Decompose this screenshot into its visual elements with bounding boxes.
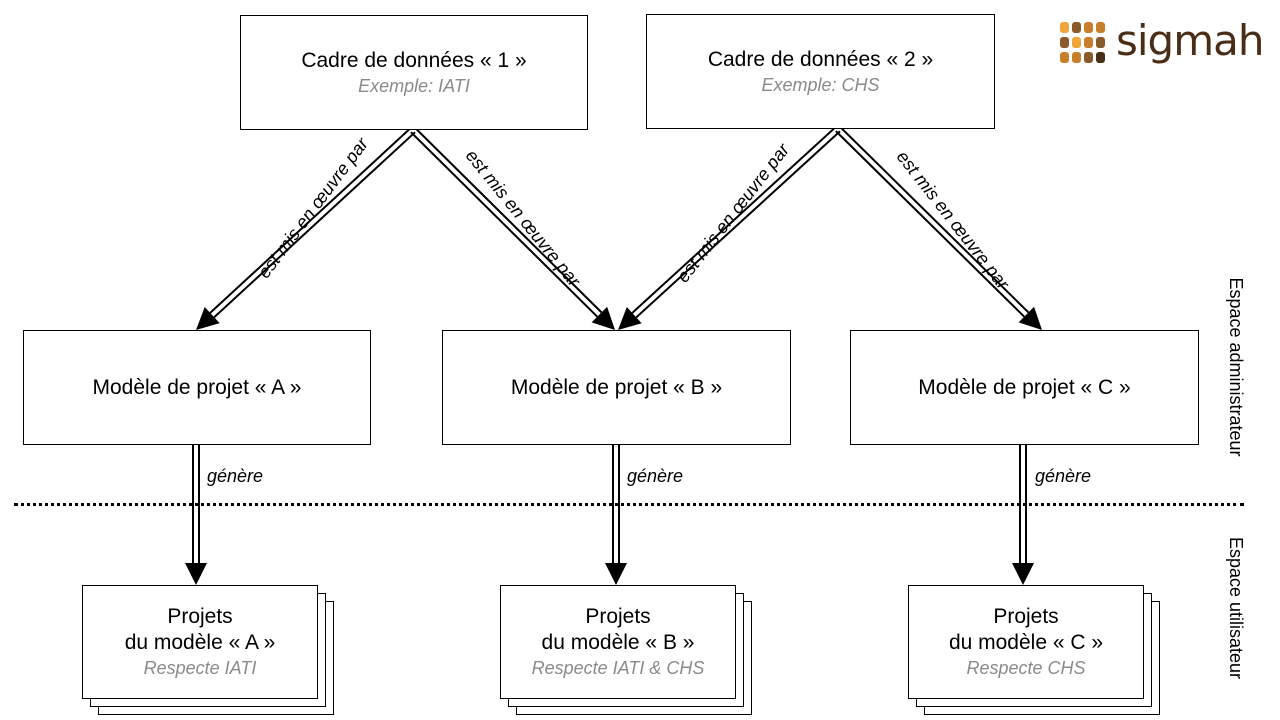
logo-dot [1084, 22, 1093, 33]
project-line1: Projets [993, 605, 1059, 628]
logo-dot [1096, 22, 1105, 33]
project-box-a: Projets du modèle « A » Respecte IATI [82, 585, 318, 699]
framework-title: Cadre de données « 1 » [301, 48, 527, 72]
project-line1: Projets [585, 605, 651, 628]
sigmah-logo-text: sigmah [1116, 16, 1264, 65]
logo-dot [1060, 22, 1069, 33]
edge-label-generates-a: génère [207, 466, 264, 486]
framework-example: Exemple: IATI [358, 75, 470, 96]
project-respect: Respecte CHS [966, 658, 1086, 678]
project-line2: du modèle « B » [541, 631, 695, 654]
framework-title: Cadre de données « 2 » [707, 47, 934, 71]
arrow-a-to-projects [185, 445, 207, 585]
logo-dot [1072, 37, 1081, 48]
sigmah-logo: sigmah [1058, 16, 1268, 68]
model-box-b: Modèle de projet « B » [442, 330, 791, 445]
framework-example: Exemple: CHS [761, 74, 880, 95]
project-box-c: Projets du modèle « C » Respecte CHS [908, 585, 1144, 699]
admin-space-label: Espace administrateur [1226, 277, 1246, 457]
model-title: Modèle de projet « C » [918, 375, 1131, 399]
logo-dot [1096, 37, 1105, 48]
model-box-a: Modèle de projet « A » [23, 330, 371, 445]
project-line2: du modèle « A » [124, 631, 276, 654]
arrow-c-to-projects [1012, 445, 1034, 585]
edge-label-generates-c: génère [1035, 466, 1092, 486]
model-title: Modèle de projet « B » [510, 375, 723, 399]
model-title: Modèle de projet « A » [92, 375, 302, 399]
sigmah-logo-icon [1060, 22, 1105, 63]
logo-dot [1084, 52, 1093, 63]
logo-dot [1060, 52, 1069, 63]
arrow-b-to-projects [605, 445, 627, 585]
logo-dot [1072, 22, 1081, 33]
logo-dot [1060, 37, 1069, 48]
project-box-b: Projets du modèle « B » Respecte IATI & … [500, 585, 736, 699]
user-space-label: Espace utilisateur [1226, 536, 1246, 680]
project-respect: Respecte IATI [143, 658, 257, 678]
edge-label-generates-b: génère [627, 466, 684, 486]
logo-dot [1072, 52, 1081, 63]
framework-box-1: Cadre de données « 1 » Exemple: IATI [240, 15, 588, 130]
space-divider [14, 503, 1244, 506]
project-line1: Projets [167, 605, 233, 628]
arrow-f1-to-a [196, 127, 416, 330]
logo-dot [1084, 37, 1093, 48]
framework-box-2: Cadre de données « 2 » Exemple: CHS [646, 14, 995, 129]
arrow-f1-to-b [410, 127, 615, 330]
project-respect: Respecte IATI & CHS [531, 658, 705, 678]
model-box-c: Modèle de projet « C » [850, 330, 1199, 445]
logo-dot [1096, 52, 1105, 63]
arrow-f2-to-c [835, 126, 1042, 330]
project-line2: du modèle « C » [948, 631, 1104, 654]
arrow-f2-to-b [618, 126, 841, 330]
